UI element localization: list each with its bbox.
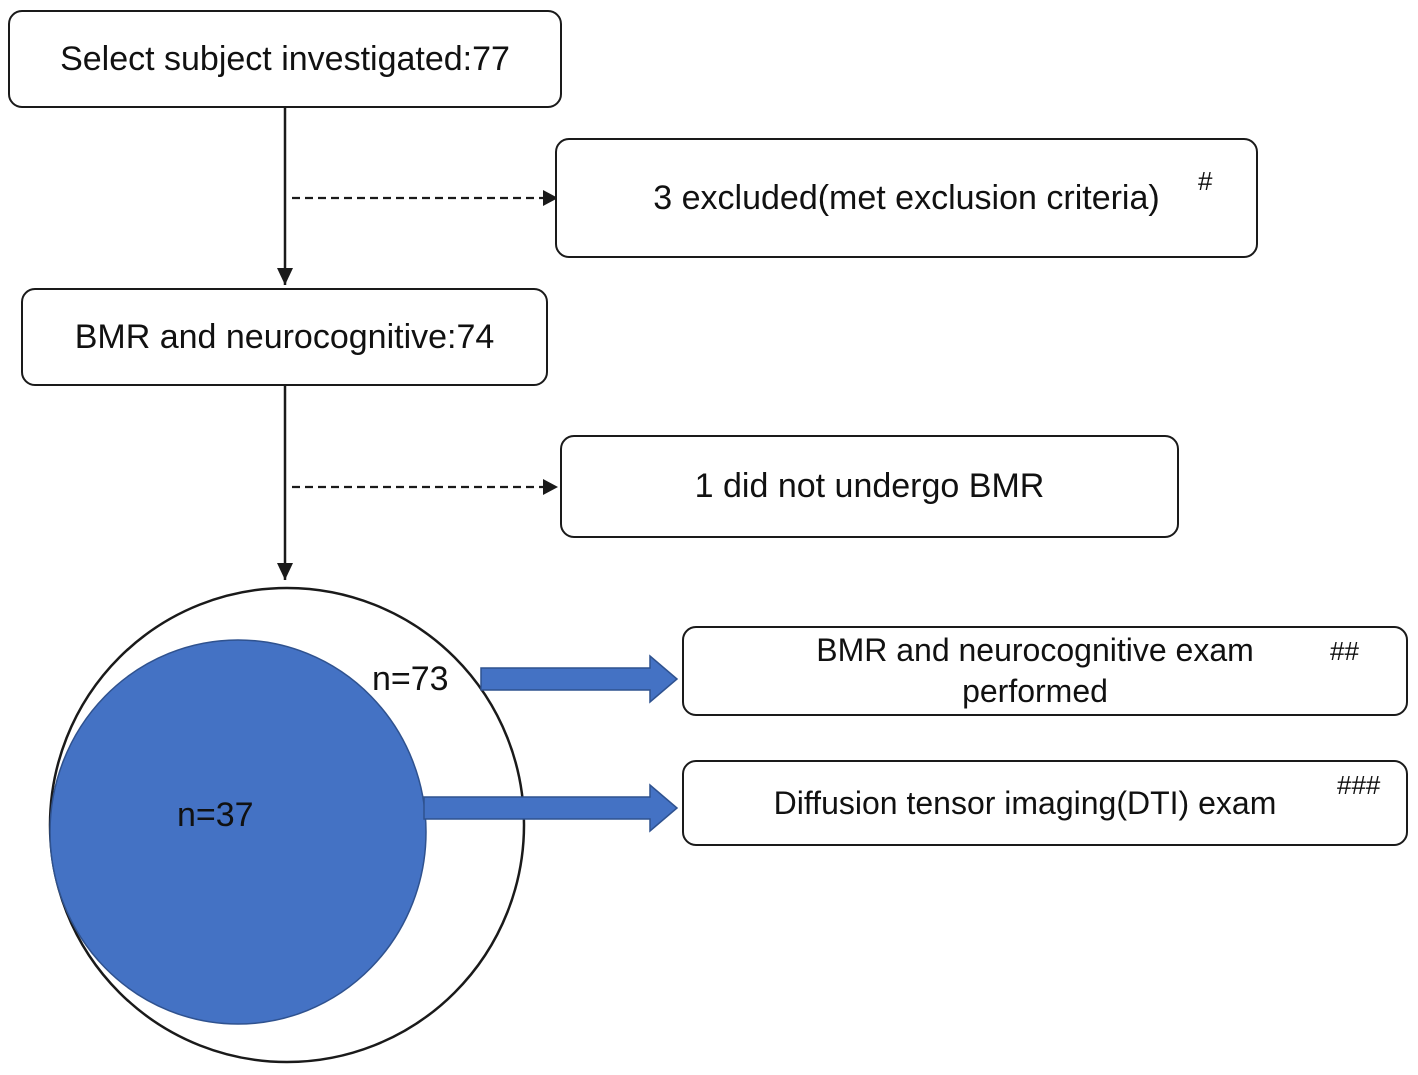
block-arrow-to-bmr-exam [480, 654, 679, 704]
excluded-label: 3 excluded(met exclusion criteria) [653, 178, 1160, 217]
bmr-exam-label-line2: performed [962, 673, 1108, 709]
bmr-exam-label: BMR and neurocognitive exam performed [816, 630, 1254, 712]
excluded-footnote-mark: # [1198, 166, 1213, 196]
arrowhead-select-to-bmr [277, 268, 293, 285]
excluded-box: 3 excluded(met exclusion criteria) [555, 138, 1258, 258]
bmr-exam-box: BMR and neurocognitive exam performed [682, 626, 1408, 716]
bmr-neurocognitive-label: BMR and neurocognitive:74 [74, 317, 495, 356]
bmr-exam-footnote-mark: ## [1330, 636, 1359, 666]
inner-group-circle [49, 639, 427, 1025]
dti-exam-box: Diffusion tensor imaging(DTI) exam [682, 760, 1408, 846]
bmr-exam-label-line1: BMR and neurocognitive exam [816, 632, 1254, 669]
arrowhead-no-bmr [543, 479, 558, 495]
dti-exam-label: Diffusion tensor imaging(DTI) exam [773, 785, 1277, 821]
block-arrow-to-dti-exam [423, 783, 679, 833]
arrowhead-bmr-to-groups [277, 563, 293, 580]
no-bmr-label: 1 did not undergo BMR [694, 467, 1045, 506]
no-bmr-box: 1 did not undergo BMR [560, 435, 1179, 538]
bmr-neurocognitive-box: BMR and neurocognitive:74 [21, 288, 548, 386]
select-subject-label: Select subject investigated:77 [60, 39, 510, 78]
inner-group-count: n=37 [177, 796, 254, 834]
select-subject-box: Select subject investigated:77 [8, 10, 562, 108]
dti-exam-footnote-mark: ### [1337, 770, 1381, 800]
arrowhead-excluded [543, 190, 558, 206]
outer-group-count: n=73 [372, 660, 449, 698]
